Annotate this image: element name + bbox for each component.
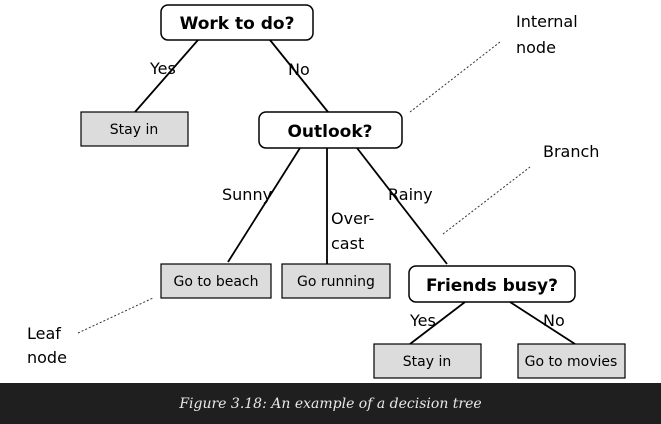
edge-label-no-root: No — [288, 60, 310, 79]
caption-bar: Figure 3.18: An example of a decision tr… — [0, 383, 661, 424]
root-node-label: Work to do? — [180, 14, 295, 34]
annotation-internal-line1: Internal — [516, 12, 578, 31]
outlook-node-box — [258, 111, 403, 149]
leaf-stay-in-bottom-box — [373, 343, 482, 379]
leaf-beach-label: Go to beach — [173, 274, 258, 290]
leaf-running-label: Go running — [297, 274, 375, 290]
annotation-leaf-line2: node — [27, 348, 67, 367]
annotation-leaf-line1: Leaf — [27, 324, 61, 343]
edge-label-overcast-line1: Over- — [331, 209, 374, 228]
edge-label-no-friends: No — [543, 311, 565, 330]
edge-label-overcast-line2: cast — [331, 234, 364, 253]
leaf-beach-box — [160, 263, 272, 299]
pointer-branch — [442, 166, 531, 235]
friends-node-label: Friends busy? — [426, 276, 558, 296]
edge-no-friends — [509, 301, 576, 345]
annotation-internal-line2: node — [516, 38, 556, 57]
edge-yes-friends — [409, 301, 466, 345]
leaf-stay-in-bottom-label: Stay in — [403, 354, 451, 370]
friends-node-box — [408, 265, 576, 303]
pointer-leaf-node — [77, 297, 154, 334]
leaf-movies-label: Go to movies — [525, 354, 618, 370]
edge-sunny — [227, 147, 301, 263]
root-node-box — [160, 4, 314, 41]
annotation-branch: Branch — [543, 142, 599, 161]
outlook-node-label: Outlook? — [287, 122, 372, 142]
leaf-stay-in-top-box — [80, 111, 189, 147]
leaf-movies-box — [517, 343, 626, 379]
decision-tree-diagram: Work to do? Outlook? Friends busy? Stay … — [27, 4, 626, 379]
edge-label-sunny: Sunny — [222, 185, 272, 204]
edge-no-root — [269, 39, 329, 113]
leaf-stay-in-top-label: Stay in — [110, 122, 158, 138]
edge-yes-root — [134, 39, 199, 113]
edge-label-rainy: Rainy — [388, 185, 433, 204]
edge-label-yes-root: Yes — [149, 59, 176, 78]
figure-caption: Figure 3.18: An example of a decision tr… — [179, 395, 482, 412]
edge-rainy — [356, 147, 448, 265]
edge-label-yes-friends: Yes — [409, 311, 436, 330]
pointer-internal-node — [409, 41, 501, 113]
leaf-running-box — [281, 263, 391, 299]
